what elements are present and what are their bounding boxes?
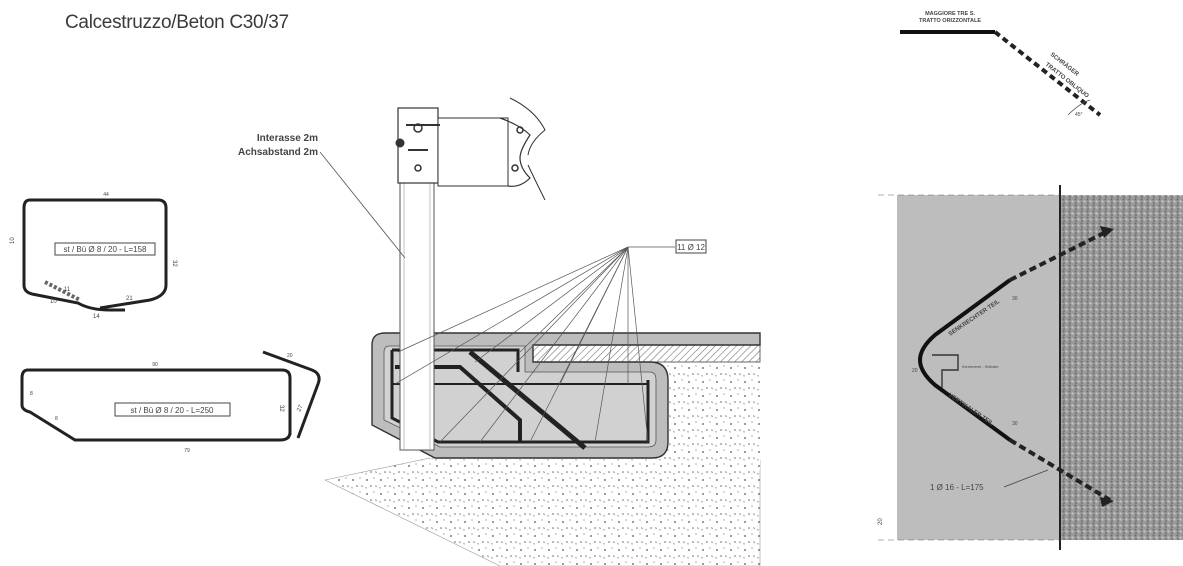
concrete-wall [897,195,1060,540]
stirrup-1-dim-a: 11 [64,287,71,293]
rock-ground [1060,195,1183,540]
detail-top-line1: MAGGIORE TRE S. [925,11,975,17]
stirrup-1-code-box [54,242,156,256]
stirrup-1-dim-top: 44 [103,192,109,198]
detail-top-line2: TRATTO ORIZZONTALE [919,18,981,24]
bar-leader-line [1003,469,1049,488]
guardrail-head [395,97,546,201]
stirrup-2-dim-left: 8 [30,391,33,397]
stirrup-2-dim-tail: 20 [287,353,293,359]
stirrup-2-code-box [114,402,231,417]
stirrup-1-dim-d: 14 [93,314,100,320]
stirrup-1-dim-left: 10 [10,237,16,244]
right-bar-label: 1 Ø 16 - L=175 [930,483,984,492]
anchor-bar [917,226,1114,507]
stirrup-2-dim-bottom: 79 [184,448,190,454]
bars-label: 11 Ø 12 [677,243,705,252]
ground-gravel [324,345,761,566]
right-inner-note: Klemmerei - Ständer [962,364,999,369]
stirrup-2-code: st / Bü Ø 8 / 20 - L=250 [131,406,214,415]
drawing-title: Calcestruzzo/Beton C30/37 [65,12,289,33]
road-slab-hatch [532,344,761,363]
bent-bar-detail [900,30,1102,117]
right-dim-left: 20 [912,368,918,374]
rebar-leader-lines [394,246,675,443]
right-seg-b: 30 [1012,421,1018,427]
stirrup-2-dim-top: 90 [152,362,158,368]
stirrup-1-dim-right: 32 [171,260,177,267]
stirrup-1-dim-c: 10 [50,299,57,305]
stirrup-2-dim-diag: 27 [296,404,305,413]
stirrup-1-dim-b: 21 [126,296,133,302]
stirrup-1-code: st / Bü Ø 8 / 20 - L=158 [64,245,147,254]
bars-label-box [675,239,707,254]
stirrup-shape-2 [20,350,321,442]
right-dim-bottom: 20 [878,518,884,525]
stirrup-2-dim-right: 32 [278,405,284,412]
detail-top-angle: 45° [1075,112,1083,118]
post-leader-line [319,151,406,259]
stirrup-shape-1 [22,198,168,312]
right-seg-a: 30 [1012,296,1018,302]
stirrup-2-dim-left2: 8 [55,416,58,422]
post-label-2: Achsabstand 2m [238,147,318,158]
post-label-1: Interasse 2m [257,133,318,144]
